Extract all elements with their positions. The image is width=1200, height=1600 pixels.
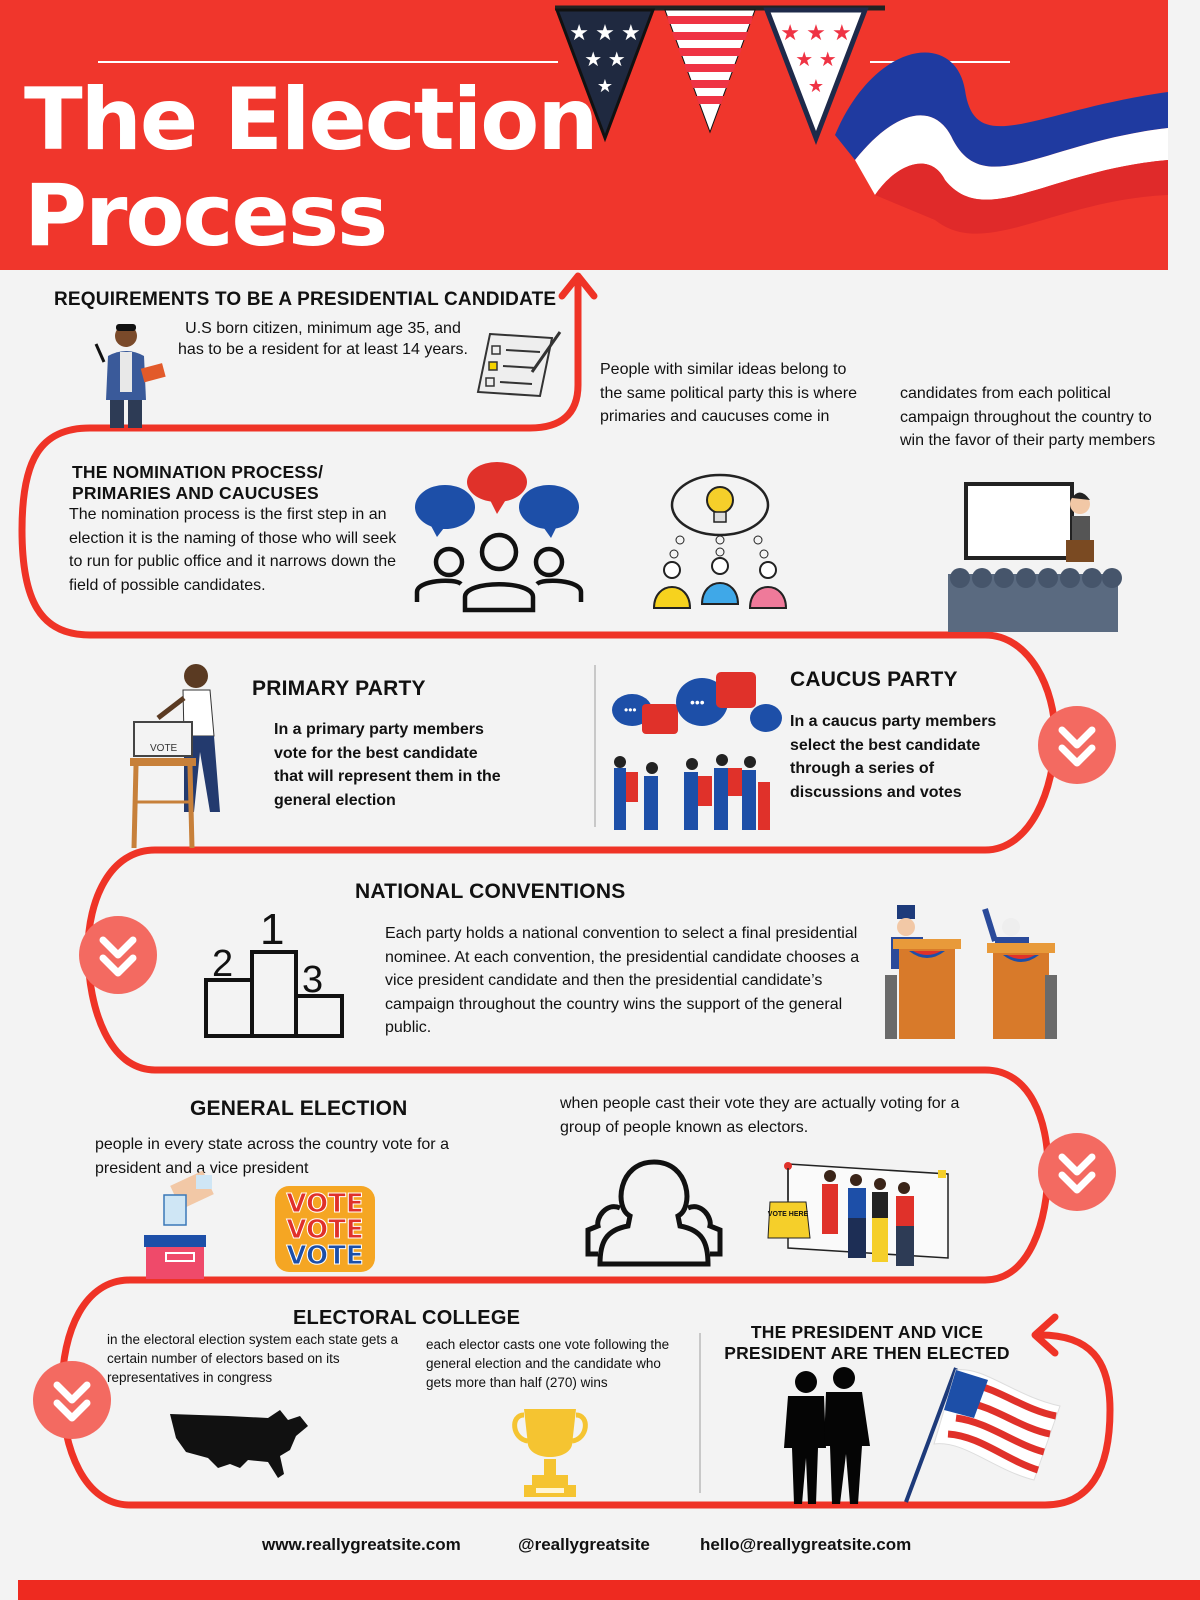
trophy-icon (512, 1409, 588, 1497)
conventions-text: Each party holds a national convention t… (385, 925, 860, 1036)
step-badge-1 (1038, 706, 1116, 784)
ballot-box-icon: VOTE (130, 664, 220, 849)
svg-text:★ ★ ★: ★ ★ ★ (569, 20, 640, 45)
primary-text: In a primary party members vote for the … (274, 721, 501, 809)
pennant-bunting-icon: ★ ★ ★ ★ ★ ★ ★ ★ ★ ★ ★ ★ (554, 5, 885, 145)
hand-vote-icon (144, 1170, 214, 1279)
requirements-heading: REQUIREMENTS TO BE A PRESIDENTIAL CANDID… (54, 289, 557, 310)
caucus-discussion-icon: ••• ••• (612, 672, 782, 830)
voting-line-icon: VOTE HERE (767, 1162, 949, 1266)
primary-heading: PRIMARY PARTY (252, 677, 426, 700)
electoral-heading: ELECTORAL COLLEGE (293, 1307, 521, 1329)
vote-sticker-line-2: VOTE (286, 1215, 363, 1245)
pennant-stars-icon: ★ ★ ★ ★ ★ ★ (554, 8, 656, 143)
general-text: people in every state across the country… (95, 1136, 449, 1177)
general-side-text: when people cast their vote they are act… (560, 1095, 960, 1136)
footer-bar (18, 1580, 1200, 1600)
usa-map-icon (170, 1410, 308, 1478)
vote-sticker-icon: VOTE VOTE VOTE (275, 1186, 375, 1272)
electors-group-icon (585, 1159, 723, 1267)
podium-rank-1: 1 (260, 905, 284, 954)
chevron-double-down-icon (53, 1381, 91, 1422)
general-heading: GENERAL ELECTION (190, 1097, 408, 1120)
caucus-text: In a caucus party members select the bes… (790, 713, 997, 801)
presentation-icon (948, 482, 1122, 632)
candidate-person-icon (94, 324, 166, 428)
vote-sticker-line-3: VOTE (286, 1241, 363, 1271)
elected-heading: THE PRESIDENT AND VICE PRESIDENT ARE THE… (724, 1322, 1010, 1363)
electoral-divider (699, 1333, 701, 1493)
nomination-side-text-2: candidates from each political campaign … (900, 385, 1156, 449)
svg-text:★ ★: ★ ★ (795, 49, 836, 71)
speech-bubbles-icon (414, 462, 584, 613)
chevron-double-down-icon (1058, 726, 1096, 767)
ballot-label: VOTE (150, 743, 178, 754)
svg-text:•••: ••• (690, 694, 705, 710)
lightbulb-icon (652, 473, 788, 609)
vote-sticker-line-1: VOTE (286, 1189, 363, 1219)
primary-caucus-divider (594, 665, 596, 827)
pennant-stripes-icon (664, 9, 756, 134)
podium-speakers-icon (885, 905, 1057, 1039)
electoral-text-1: in the electoral election system each st… (107, 1332, 399, 1385)
nomination-text: The nomination process is the first step… (69, 506, 397, 594)
header-divider-left (98, 61, 558, 63)
footer-email-link[interactable]: hello@reallygreatsite.com (700, 1535, 912, 1554)
pennant-stars-red-icon: ★ ★ ★ ★ ★ ★ (763, 7, 869, 145)
page-title: The Election Process (24, 70, 599, 266)
chevron-double-down-icon (1058, 1153, 1096, 1194)
nomination-heading: THE NOMINATION PROCESS/ PRIMARIES AND CA… (72, 462, 324, 503)
step-badge-2 (79, 916, 157, 994)
nomination-side-text-1: People with similar ideas belong to the … (600, 361, 857, 425)
svg-text:★: ★ (808, 76, 824, 96)
footer-social-handle[interactable]: @reallygreatsite (518, 1535, 650, 1554)
electoral-text-2: each elector casts one vote following th… (426, 1337, 670, 1390)
podium-icon: 2 1 3 (204, 905, 344, 1038)
vote-here-sign: VOTE HERE (768, 1211, 809, 1218)
footer-website-link[interactable]: www.reallygreatsite.com (262, 1535, 461, 1554)
checklist-icon (476, 331, 562, 398)
conventions-heading: NATIONAL CONVENTIONS (355, 880, 626, 903)
step-badge-3 (1038, 1133, 1116, 1211)
chevron-double-down-icon (99, 936, 137, 977)
podium-rank-3: 3 (302, 959, 323, 1001)
step-badge-4 (33, 1361, 111, 1439)
group-icon (414, 532, 584, 613)
svg-text:★: ★ (597, 76, 613, 96)
svg-text:•••: ••• (624, 703, 637, 717)
us-flag-icon (904, 1367, 1061, 1503)
podium-rank-2: 2 (212, 943, 233, 985)
silhouette-men-icon (784, 1367, 870, 1504)
svg-text:★ ★ ★: ★ ★ ★ (780, 20, 851, 45)
ribbon-icon (835, 52, 1168, 234)
svg-text:★ ★: ★ ★ (584, 49, 625, 71)
requirements-text: U.S born citizen, minimum age 35, and ha… (178, 320, 468, 358)
caucus-heading: CAUCUS PARTY (790, 668, 958, 691)
